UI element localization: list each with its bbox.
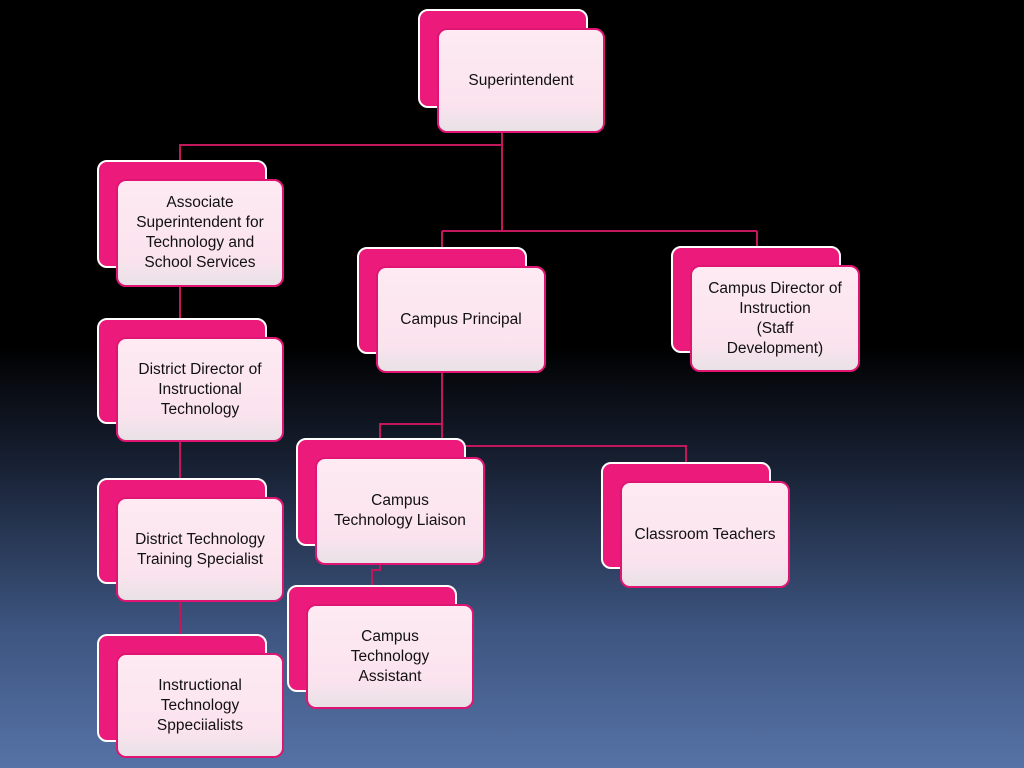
node-instructional-technology-specialists-label: Instructional Technology Sppeciialists <box>156 676 244 734</box>
connector-to-classroom-teachers <box>442 445 687 464</box>
node-district-technology-training-label: District Technology Training Specialist <box>135 530 265 568</box>
node-superintendent-label: Superintendent <box>468 71 574 89</box>
connector-liaison-to-assistant <box>371 562 381 588</box>
node-campus-technology-assistant-label: Campus Technology Assistant <box>350 627 430 685</box>
connector-to-tech-liaison <box>379 423 442 441</box>
connector-to-assoc-superintendent <box>179 144 502 162</box>
node-district-director-label: District Director of Instructional Techn… <box>138 360 262 418</box>
node-campus-principal-label: Campus Principal <box>400 310 522 328</box>
node-campus-technology-liaison-label: Campus Technology Liaison <box>334 492 466 529</box>
node-campus-director-label: Campus Director of Instruction (Staff De… <box>708 279 842 357</box>
node-classroom-teachers-label: Classroom Teachers <box>634 525 776 543</box>
node-associate-superintendent-label: Associate Superintendent for Technology … <box>136 194 264 271</box>
